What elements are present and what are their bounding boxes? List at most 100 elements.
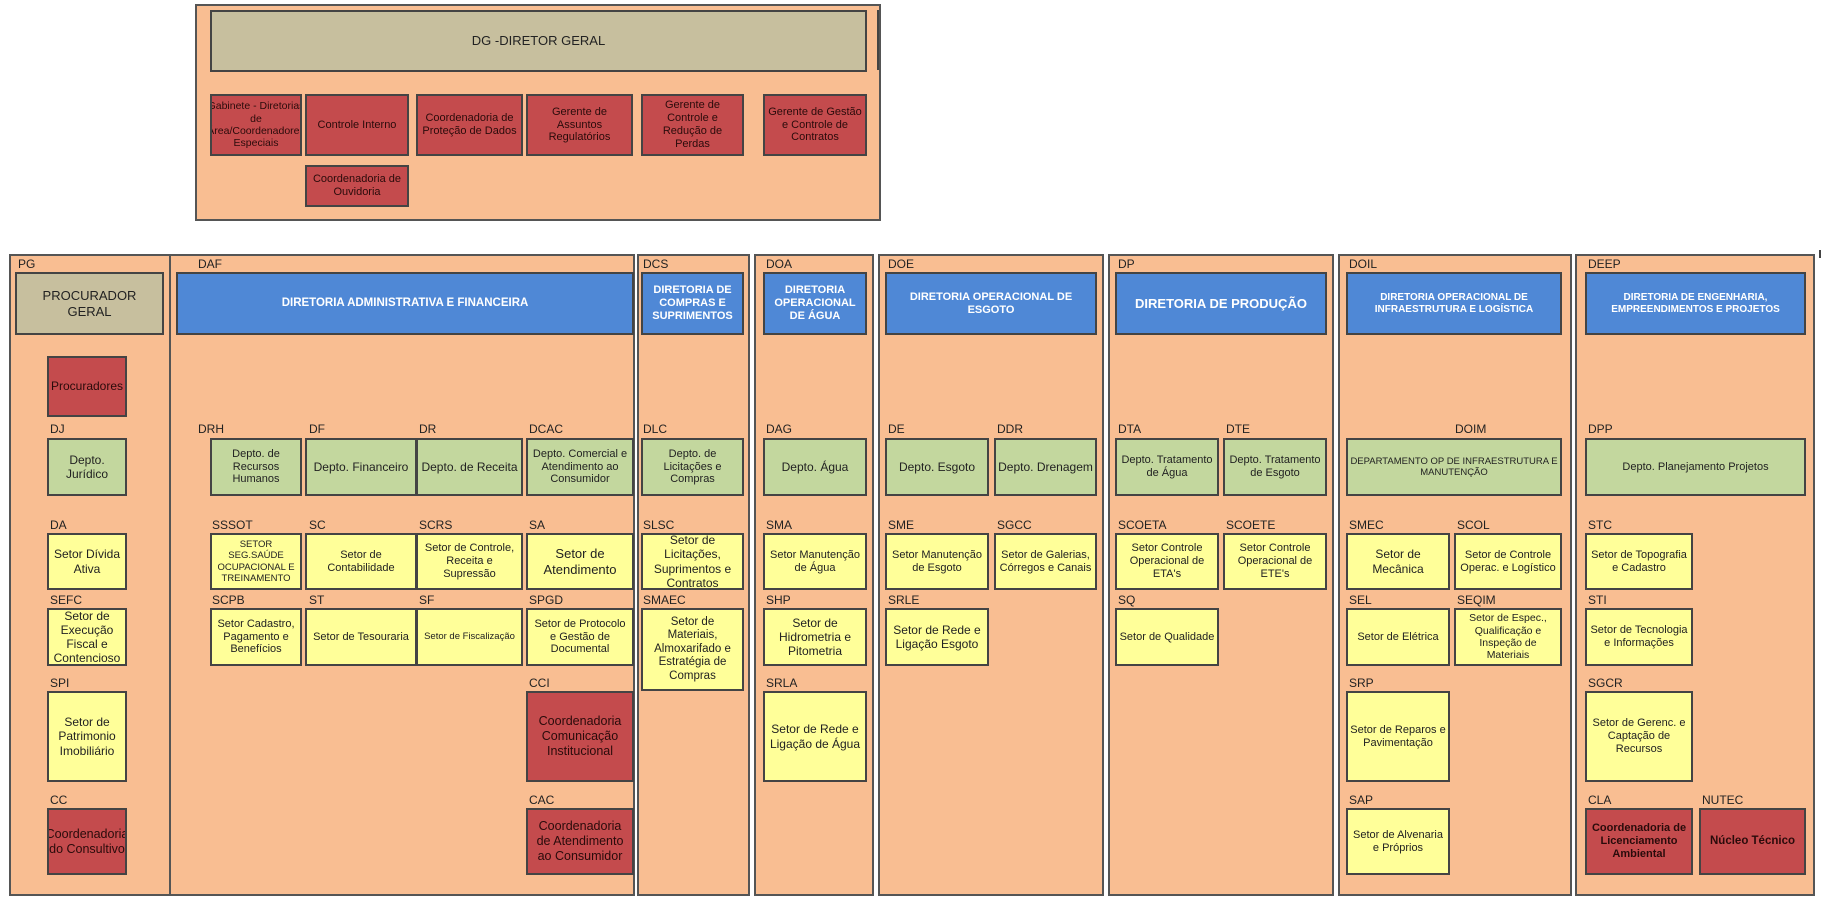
pg-code-label: PG: [18, 257, 36, 271]
gabinete-box: Gabinete - Diretorias de Área/Coordenado…: [210, 94, 302, 156]
smec-code-label: SMEC: [1349, 518, 1384, 532]
srp-code-label: SRP: [1349, 676, 1374, 690]
sgcc-code-label: SGCC: [997, 518, 1032, 532]
coordenadoria-licenciamento-box: Coordenadoria de Licenciamento Ambiental: [1585, 808, 1693, 875]
depto-drenagem-box: Depto. Drenagem: [994, 438, 1097, 496]
right-edge-marker: [1819, 250, 1821, 258]
daf-code-label: DAF: [198, 257, 222, 271]
procuradores-box: Procuradores: [47, 356, 127, 417]
dpp-code-label: DPP: [1588, 422, 1613, 436]
slsc-code-label: SLSC: [643, 518, 675, 532]
setor-tecnologia-box: Setor de Tecnologia e Informações: [1585, 608, 1693, 666]
setor-alvenaria-box: Setor de Alvenaria e Próprios: [1346, 808, 1450, 875]
drh-code-label: DRH: [198, 422, 224, 436]
scpb-code-label: SCPB: [212, 593, 245, 607]
nutec-code-label: NUTEC: [1702, 793, 1744, 807]
setor-atendimento-box: Setor de Atendimento: [526, 533, 634, 590]
setor-qualidade-box: Setor de Qualidade: [1115, 608, 1219, 666]
assuntos-regulatorios-box: Gerente de Assuntos Regulatórios: [526, 94, 633, 156]
daf-title-box: DIRETORIA ADMINISTRATIVA E FINANCEIRA: [176, 272, 634, 335]
cla-code-label: CLA: [1588, 793, 1612, 807]
coordenadoria-consultivo-box: Coordenadoria do Consultivo: [47, 808, 127, 875]
setor-protocolo-box: Setor de Protocolo e Gestão de Documenta…: [526, 608, 634, 666]
setor-manutencao-esgoto-box: Setor Manutenção de Esgoto: [885, 533, 989, 590]
srla-code-label: SRLA: [766, 676, 798, 690]
setor-fiscalizacao-box: Setor de Fiscalização: [416, 608, 523, 666]
setor-controle-receita-box: Setor de Controle, Receita e Supressão: [416, 533, 523, 590]
setor-hidrometria-box: Setor de Hidrometria e Pitometria: [763, 608, 867, 666]
dag-code-label: DAG: [766, 422, 793, 436]
director-general-box: DG -DIRETOR GERAL: [210, 10, 867, 72]
doim-code-label: DOIM: [1455, 422, 1487, 436]
setor-cadastro-pagamento-box: Setor Cadastro, Pagamento e Benefícios: [210, 608, 302, 666]
deep-title-box: DIRETORIA DE ENGENHARIA, EMPREENDIMENTOS…: [1585, 272, 1806, 335]
stc-code-label: STC: [1588, 518, 1612, 532]
procurador-geral-box: PROCURADOR GERAL: [15, 272, 164, 335]
depto-juridico-box: Depto. Jurídico: [47, 438, 127, 496]
ddr-code-label: DDR: [997, 422, 1023, 436]
depto-agua-box: Depto. Água: [763, 438, 867, 496]
depto-financeiro-box: Depto. Financeiro: [305, 438, 417, 496]
doil-title-box: DIRETORIA OPERACIONAL DE INFRAESTRUTURA …: [1346, 272, 1562, 335]
sssot-code-label: SSSOT: [212, 518, 253, 532]
coordenadoria-comunicacao-box: Coordenadoria Comunicação Institucional: [526, 691, 634, 782]
doe-title-box: DIRETORIA OPERACIONAL DE ESGOTO: [885, 272, 1097, 335]
setor-especificacao-box: Setor de Espec., Qualificação e Inspeção…: [1454, 608, 1562, 666]
scol-code-label: SCOL: [1457, 518, 1490, 532]
cci-code-label: CCI: [529, 676, 550, 690]
setor-mecanica-box: Setor de Mecânica: [1346, 533, 1450, 590]
setor-manutencao-agua-box: Setor Manutenção de Água: [763, 533, 867, 590]
scoete-code-label: SCOETE: [1226, 518, 1276, 532]
depto-rh-box: Depto. de Recursos Humanos: [210, 438, 302, 496]
sefc-code-label: SEFC: [50, 593, 83, 607]
srle-code-label: SRLE: [888, 593, 920, 607]
setor-reparos-box: Setor de Reparos e Pavimentação: [1346, 691, 1450, 782]
doa-title-box: DIRETORIA OPERACIONAL DE ÁGUA: [763, 272, 867, 335]
shp-code-label: SHP: [766, 593, 791, 607]
dta-code-label: DTA: [1118, 422, 1142, 436]
gestao-contratos-box: Gerente de Gestão e Controle de Contrato…: [763, 94, 867, 156]
doa-code-label: DOA: [766, 257, 793, 271]
depto-esgoto-box: Depto. Esgoto: [885, 438, 989, 496]
da-code-label: DA: [50, 518, 67, 532]
smaec-code-label: SMAEC: [643, 593, 686, 607]
setor-divida-ativa-box: Setor Dívida Ativa: [47, 533, 127, 590]
sf-code-label: SF: [419, 593, 435, 607]
coordenadoria-atendimento-box: Coordenadoria de Atendimento ao Consumid…: [526, 808, 634, 875]
setor-patrimonio-box: Setor de Patrimonio Imobiliário: [47, 691, 127, 782]
setor-topografia-box: Setor de Topografia e Cadastro: [1585, 533, 1693, 590]
depto-comercial-box: Depto. Comercial e Atendimento ao Consum…: [526, 438, 634, 496]
setor-materiais-box: Setor de Materiais, Almoxarifado e Estra…: [641, 608, 744, 691]
doe-code-label: DOE: [888, 257, 915, 271]
st-code-label: ST: [309, 593, 325, 607]
dj-code-label: DJ: [50, 422, 65, 436]
depto-infraestrutura-box: DEPARTAMENTO OP DE INFRAESTRUTURA E MANU…: [1346, 438, 1562, 496]
sc-code-label: SC: [309, 518, 326, 532]
depto-receita-box: Depto. de Receita: [416, 438, 523, 496]
setor-saude-ocupacional-box: SETOR SEG.SAÚDE OCUPACIONAL E TREINAMENT…: [210, 533, 302, 590]
setor-controle-logistico-box: Setor de Controle Operac. e Logístico: [1454, 533, 1562, 590]
sap-code-label: SAP: [1349, 793, 1374, 807]
spgd-code-label: SPGD: [529, 593, 564, 607]
deep-panel: [1575, 254, 1815, 896]
ouvidoria-box: Coordenadoria de Ouvidoria: [305, 165, 409, 207]
setor-tesouraria-box: Setor de Tesouraria: [305, 608, 417, 666]
depto-tratamento-esgoto-box: Depto. Tratamento de Esgoto: [1223, 438, 1327, 496]
dp-title-box: DIRETORIA DE PRODUÇÃO: [1115, 272, 1327, 335]
cac-code-label: CAC: [529, 793, 555, 807]
nucleo-tecnico-box: Núcleo Técnico: [1699, 808, 1806, 875]
seqim-code-label: SEQIM: [1457, 593, 1496, 607]
scoeta-code-label: SCOETA: [1118, 518, 1167, 532]
doil-code-label: DOIL: [1349, 257, 1378, 271]
sq-code-label: SQ: [1118, 593, 1136, 607]
de-code-label: DE: [888, 422, 905, 436]
df-code-label: DF: [309, 422, 325, 436]
setor-execucao-fiscal-box: Setor de Execução Fiscal e Contencioso: [47, 608, 127, 666]
setor-rede-esgoto-box: Setor de Rede e Ligação Esgoto: [885, 608, 989, 666]
sme-code-label: SME: [888, 518, 915, 532]
setor-galerias-box: Setor de Galerias, Córregos e Canais: [994, 533, 1097, 590]
setor-controle-ete-box: Setor Controle Operacional de ETE's: [1223, 533, 1327, 590]
controle-interno-box: Controle Interno: [305, 94, 409, 156]
sel-code-label: SEL: [1349, 593, 1372, 607]
dcs-code-label: DCS: [643, 257, 669, 271]
